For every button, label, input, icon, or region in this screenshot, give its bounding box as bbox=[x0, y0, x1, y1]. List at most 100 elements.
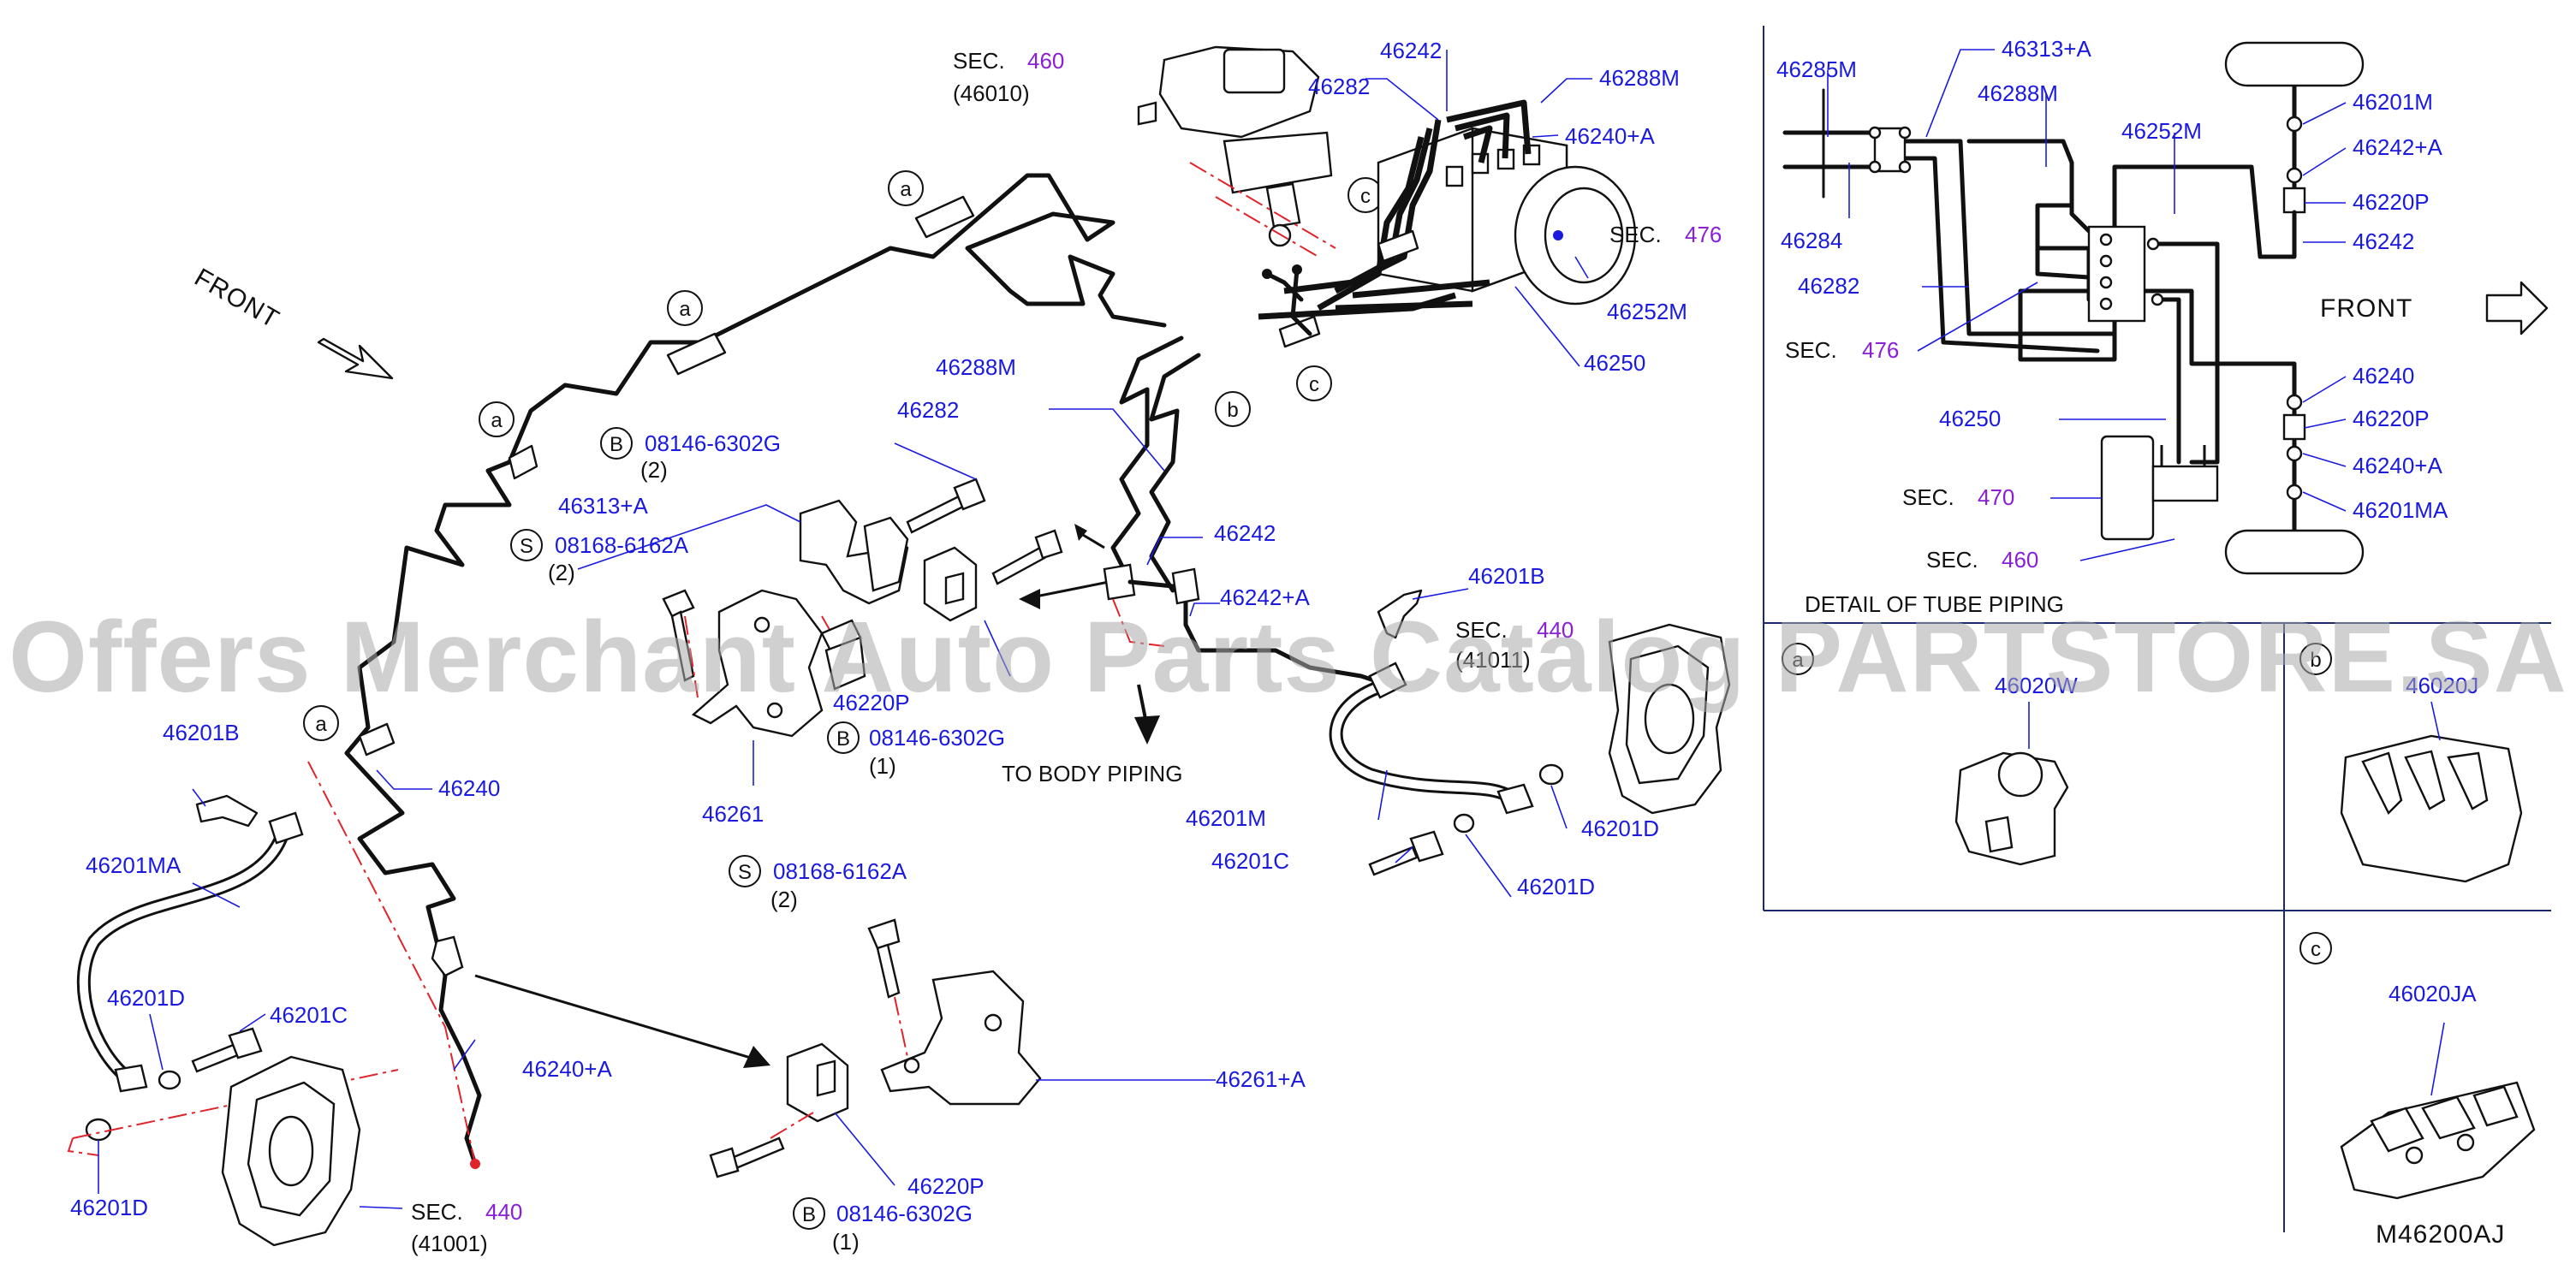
part-46242a-mid: 46242+A bbox=[1220, 585, 1310, 610]
svg-text:(1): (1) bbox=[869, 753, 896, 779]
detail-title: DETAIL OF TUBE PIPING bbox=[1805, 591, 2064, 617]
part-46288m-mid: 46288M bbox=[936, 354, 1016, 380]
main-brake-tube bbox=[344, 173, 1389, 1169]
front-arrow-right: FRONT bbox=[2320, 281, 2549, 335]
part-46313a: 46313+A bbox=[558, 493, 648, 519]
part-46201c-right: 46201C bbox=[1211, 848, 1289, 874]
drawing-number: M46200AJ bbox=[2376, 1220, 2505, 1249]
detail-sec-476-number: 476 bbox=[1862, 337, 1899, 363]
svg-text:a: a bbox=[491, 409, 503, 432]
part-46201c-left: 46201C bbox=[270, 1002, 348, 1028]
svg-text:08146-6302G: 08146-6302G bbox=[645, 430, 781, 456]
sec-460-prefix: SEC. bbox=[953, 48, 1005, 74]
bolt-b2-label: B 08146-6302G (1) bbox=[827, 721, 1005, 779]
bracket-46261a bbox=[880, 970, 1042, 1106]
svg-text:08146-6302G: 08146-6302G bbox=[869, 725, 1005, 751]
detail-sec-470-number: 470 bbox=[1978, 484, 2014, 510]
detail-clip-b: b bbox=[2299, 643, 2523, 883]
clip-part-46020j: 46020J bbox=[2406, 673, 2478, 698]
part-46261: 46261 bbox=[702, 801, 764, 827]
part-46201d-right1: 46201D bbox=[1581, 816, 1659, 841]
detail-part-46284: 46284 bbox=[1781, 228, 1842, 253]
part-46201b-left: 46201B bbox=[163, 720, 240, 745]
part-46201d-left1: 46201D bbox=[107, 985, 185, 1011]
part-46201m: 46201M bbox=[1186, 805, 1266, 831]
part-46220p-mid: 46220P bbox=[833, 690, 910, 715]
svg-text:b: b bbox=[1227, 399, 1238, 422]
svg-text:(2): (2) bbox=[640, 457, 668, 483]
bracket-46261 bbox=[691, 589, 824, 738]
svg-text:08168-6162A: 08168-6162A bbox=[773, 858, 907, 884]
part-46220p-bottom: 46220P bbox=[907, 1173, 985, 1199]
sec-440a-number: 440 bbox=[1537, 617, 1574, 643]
svg-text:(1): (1) bbox=[832, 1229, 860, 1255]
leader-lines bbox=[98, 49, 2445, 1209]
svg-text:S: S bbox=[520, 535, 533, 558]
bolt-b2 bbox=[991, 529, 1063, 585]
svg-text:a: a bbox=[315, 713, 327, 736]
master-cylinder bbox=[1137, 45, 1336, 258]
part-46201ma: 46201MA bbox=[86, 852, 181, 878]
detail-part-46240a: 46240+A bbox=[2353, 453, 2442, 478]
sec-476-prefix: SEC. bbox=[1609, 222, 1662, 247]
bolt-s1 bbox=[662, 589, 695, 682]
detail-part-46250: 46250 bbox=[1939, 406, 2001, 431]
caliper-left bbox=[221, 1055, 361, 1247]
detail-tube-piping bbox=[1782, 41, 2365, 575]
abs-actuator bbox=[1258, 99, 1637, 348]
junction-46242 bbox=[1074, 524, 1200, 745]
clip-46201b-right bbox=[1377, 589, 1423, 639]
detail-part-46313a: 46313+A bbox=[2002, 36, 2091, 62]
tape-markers bbox=[358, 195, 975, 757]
caliper-right bbox=[1608, 623, 1731, 815]
svg-text:(2): (2) bbox=[770, 887, 798, 912]
svg-text:S: S bbox=[738, 861, 752, 884]
clip-part-46020w: 46020W bbox=[1995, 673, 2078, 698]
bolt-46220p-mid2 bbox=[820, 619, 866, 691]
detail-part-46252m: 46252M bbox=[2121, 118, 2202, 144]
sec-440a-prefix: SEC. bbox=[1455, 617, 1508, 643]
part-46242-top: 46242 bbox=[1380, 38, 1442, 63]
svg-text:c: c bbox=[1309, 373, 1319, 396]
part-46282-mid: 46282 bbox=[897, 397, 959, 423]
bolt-b1-label: B 08146-6302G (2) bbox=[600, 427, 781, 483]
svg-text:c: c bbox=[2311, 938, 2321, 961]
part-46261a: 46261+A bbox=[1216, 1066, 1306, 1092]
bolt-b1 bbox=[906, 478, 986, 534]
hose-46201ma bbox=[76, 811, 304, 1093]
detail-sec-460-number: 460 bbox=[2002, 547, 2038, 573]
washer-bolt-left bbox=[85, 1027, 263, 1142]
svg-text:B: B bbox=[836, 727, 850, 751]
clip-46220p-lower bbox=[786, 1042, 849, 1123]
detail-clip-a: a bbox=[1782, 643, 2069, 866]
detail-clip-c: c bbox=[2299, 932, 2536, 1200]
bolt-s2-label: S 08168-6162A (2) bbox=[729, 855, 907, 912]
svg-text:a: a bbox=[900, 178, 912, 201]
sec-440b-prefix: SEC. bbox=[411, 1199, 463, 1225]
part-46282-top: 46282 bbox=[1308, 74, 1370, 99]
svg-text:b: b bbox=[2310, 649, 2321, 672]
detail-part-46220p-2: 46220P bbox=[2353, 406, 2430, 431]
detail-part-46288m: 46288M bbox=[1978, 80, 2058, 106]
to-body-piping-label: TO BODY PIPING bbox=[1002, 761, 1182, 786]
part-46240: 46240 bbox=[438, 775, 500, 801]
bracket-46313a bbox=[799, 499, 909, 605]
svg-text:B: B bbox=[802, 1203, 816, 1226]
svg-text:a: a bbox=[679, 298, 691, 321]
detail-frames bbox=[1763, 26, 2551, 1232]
detail-part-46242: 46242 bbox=[2353, 228, 2414, 254]
svg-text:B: B bbox=[610, 433, 623, 456]
front-arrow-left: FRONT bbox=[190, 263, 394, 380]
clip-46220p-mid bbox=[923, 546, 978, 622]
detail-part-46285m: 46285M bbox=[1776, 56, 1857, 82]
detail-part-46242a: 46242+A bbox=[2353, 134, 2442, 160]
svg-text:08146-6302G: 08146-6302G bbox=[836, 1201, 973, 1226]
bolt-s1-label: S 08168-6162A (2) bbox=[510, 529, 689, 585]
detail-part-46201ma: 46201MA bbox=[2353, 497, 2448, 523]
detail-sec-470-prefix: SEC. bbox=[1902, 484, 1954, 510]
detail-part-46220p-1: 46220P bbox=[2353, 189, 2430, 215]
bolt-s2 bbox=[867, 918, 901, 999]
detail-part-46282: 46282 bbox=[1798, 273, 1859, 299]
svg-text:(2): (2) bbox=[548, 560, 575, 585]
